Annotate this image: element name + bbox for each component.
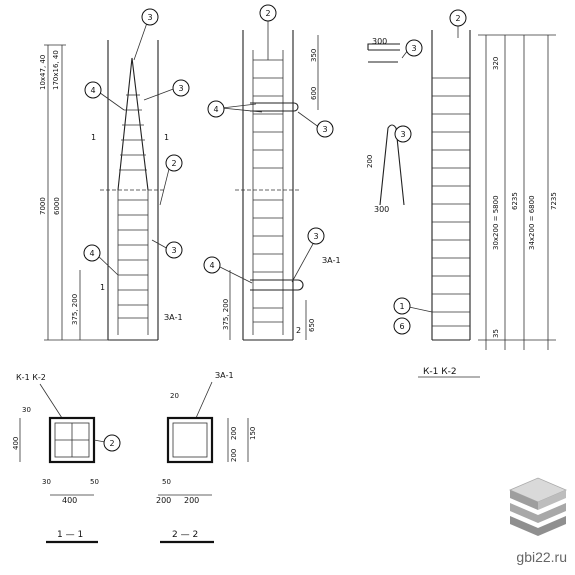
plate-loop-top	[250, 102, 299, 112]
callout-4-mid-b: 4	[203, 256, 221, 274]
callout-3-c: 3	[165, 241, 183, 259]
dim-600: 600	[310, 87, 318, 100]
svg-text:2: 2	[455, 14, 460, 23]
dim-7235: 7235	[550, 192, 558, 210]
middle-column-elevation: 350 600 375, 200 650 2 4 3 3 4 ЗА-1 2	[203, 4, 341, 341]
dim-300-detail-b: 300	[374, 205, 389, 214]
sec2-dim-50: 50	[162, 478, 171, 486]
dim-650: 650	[308, 319, 316, 332]
svg-text:2: 2	[171, 159, 176, 168]
callout-3-a: 3	[141, 8, 159, 26]
detail-sketches: 300 3 200 300 3	[366, 37, 423, 214]
detail-hairpin	[379, 124, 405, 206]
dim-7000: 7000	[39, 197, 47, 215]
label-2-mid: 2	[296, 326, 301, 335]
dim-34x200: 34x200 = 6800	[528, 195, 536, 250]
sec2-dim-200-b: 200	[230, 449, 238, 462]
section-2-2: ЗА-1 20 200 200 150 200 200 50 2 — 2	[156, 371, 257, 544]
section-1-1: К-1 К-2 2 400 30 30 400 50 1 — 1	[12, 373, 121, 544]
svg-text:1: 1	[399, 302, 404, 311]
stack-logo-icon	[508, 477, 568, 536]
svg-text:4: 4	[213, 105, 218, 114]
sec1-dim-30-b: 30	[42, 478, 51, 486]
callout-3-detail-a: 3	[405, 39, 423, 57]
sec2-dim-200-a: 200	[230, 427, 238, 440]
callout-3-mid-b: 3	[307, 227, 325, 245]
site-watermark: gbi22.ru	[516, 549, 567, 565]
svg-text:3: 3	[322, 125, 327, 134]
dim-6000: 6000	[53, 197, 61, 215]
callout-3-b: 3	[172, 79, 190, 97]
sec1-dim-400-v: 400	[12, 437, 20, 450]
callout-3-detail-b: 3	[394, 125, 412, 143]
label-za1-mid: ЗА-1	[322, 256, 341, 265]
sec2-dim-20: 20	[170, 392, 179, 400]
dim-200-detail: 200	[366, 155, 374, 168]
label-k1-k2: К-1 К-2	[423, 367, 457, 377]
callout-6-right: 6	[393, 317, 411, 335]
label-za1-left: ЗА-1	[164, 313, 183, 322]
callout-2-a: 2	[165, 154, 183, 172]
svg-text:2: 2	[265, 9, 270, 18]
sec1-dim-30-a: 30	[22, 406, 31, 414]
dim-320: 320	[492, 57, 500, 70]
dim-30x200: 30x200 = 5800	[492, 195, 500, 250]
svg-text:3: 3	[411, 44, 416, 53]
callout-2-right: 2	[449, 9, 467, 27]
dim-35: 35	[492, 329, 500, 338]
svg-text:3: 3	[147, 13, 152, 22]
dim-350: 350	[310, 49, 318, 62]
plate-loop-bottom	[250, 279, 304, 291]
svg-text:4: 4	[89, 249, 94, 258]
callout-2-mid: 2	[259, 4, 277, 22]
svg-text:3: 3	[171, 246, 176, 255]
sec1-dim-400-h: 400	[62, 496, 77, 505]
label-1-left: 1	[91, 133, 96, 142]
left-stirrups	[118, 199, 148, 319]
section-2-top-label: ЗА-1	[215, 371, 234, 380]
dim-375-mid: 375, 200	[222, 299, 230, 330]
dim-top-1: 10x47, 40	[39, 55, 47, 90]
svg-text:3: 3	[400, 130, 405, 139]
dim-6235: 6235	[511, 192, 519, 210]
sec2-dim-150-a: 150	[249, 427, 257, 440]
label-1-bottom: 1	[100, 283, 105, 292]
section-2-title: 2 — 2	[172, 530, 198, 540]
svg-text:4: 4	[209, 261, 214, 270]
callout-3-mid-a: 3	[316, 120, 334, 138]
callout-1-right: 1	[393, 297, 411, 315]
callout-4-mid-a: 4	[207, 100, 225, 118]
svg-text:4: 4	[90, 86, 95, 95]
svg-text:6: 6	[399, 322, 404, 331]
svg-text:3: 3	[313, 232, 318, 241]
svg-text:3: 3	[178, 84, 183, 93]
callout-4-b: 4	[83, 244, 101, 262]
middle-stirrups	[253, 59, 283, 323]
sec2-dim-200-h2: 200	[184, 496, 199, 505]
sec1-dim-50: 50	[90, 478, 99, 486]
dim-375: 375, 200	[71, 294, 79, 325]
section-1-top-label: К-1 К-2	[16, 373, 46, 382]
dim-300-detail: 300	[372, 37, 387, 46]
callout-4-a: 4	[84, 81, 102, 99]
right-column-elevation: 320 30x200 = 5800 6235 34x200 = 6800 723…	[393, 9, 558, 378]
callout-2-section: 2	[103, 434, 121, 452]
label-1-right: 1	[164, 133, 169, 142]
detail-bar-3-top	[367, 43, 400, 63]
left-column-elevation: 10x47, 40 170x16, 40 7000 6000 375, 200 …	[39, 8, 190, 341]
right-stirrups	[432, 77, 470, 327]
dim-top-2: 170x16, 40	[52, 50, 60, 90]
sec2-dim-200-h1: 200	[156, 496, 171, 505]
svg-text:2: 2	[109, 439, 114, 448]
section-1-title: 1 — 1	[57, 530, 83, 540]
